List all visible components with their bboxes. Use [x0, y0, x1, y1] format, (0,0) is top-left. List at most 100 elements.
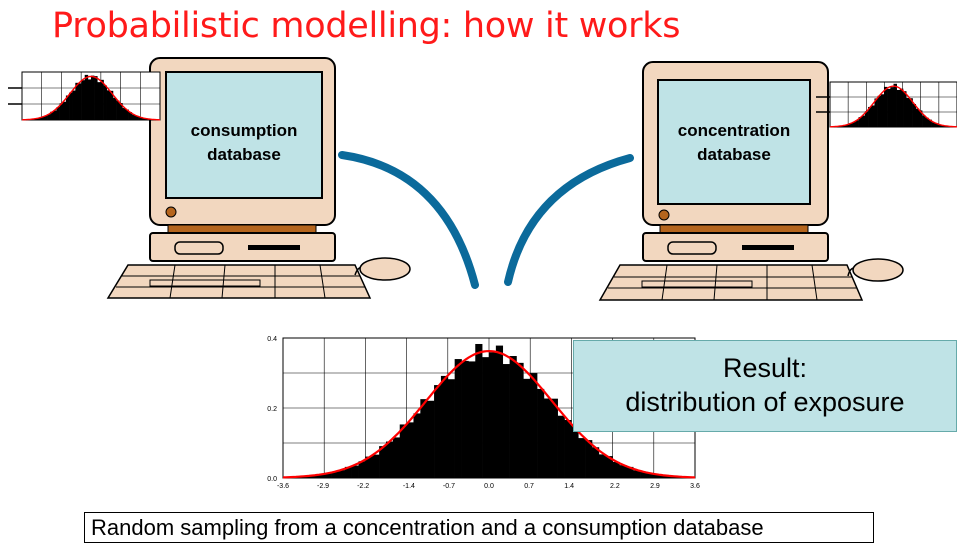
fitted-curve	[282, 349, 696, 479]
histogram-bar	[454, 359, 462, 478]
histogram-bar	[489, 352, 497, 478]
x-tick-label: 0.7	[524, 483, 534, 490]
histogram-bar	[109, 90, 114, 120]
histogram-bar	[893, 83, 897, 127]
histogram-bar	[94, 76, 98, 120]
slide-title: Probabilistic modelling: how it works	[52, 6, 681, 46]
histogram-bar	[550, 398, 558, 478]
result-subtitle: distribution of exposure	[625, 387, 905, 417]
histogram-bar	[72, 90, 76, 120]
x-tick-label: 2.2	[610, 483, 620, 490]
histogram-bar	[605, 456, 613, 478]
right-mouse	[852, 258, 904, 282]
left-screen-label-1: consumption	[191, 121, 298, 140]
histogram-bar	[918, 110, 923, 127]
result-title: Result:	[722, 353, 808, 383]
histogram-bar	[871, 105, 875, 127]
histogram-bar	[915, 108, 920, 127]
histogram-bar	[537, 388, 545, 478]
histogram-bar	[69, 92, 73, 120]
histogram-bar	[440, 375, 449, 478]
x-tick-label: 2.9	[650, 483, 660, 490]
histogram-bar	[564, 420, 572, 478]
histogram-bar	[447, 379, 455, 478]
x-tick-label: -1.4	[403, 483, 415, 490]
histogram-bar	[34, 118, 38, 120]
right-power-button	[658, 209, 670, 221]
histogram-bar	[65, 95, 70, 120]
histogram-bar	[585, 440, 593, 478]
histogram-bar	[351, 465, 359, 478]
histogram-bar	[427, 400, 435, 478]
histogram-bar	[331, 471, 339, 478]
x-tick-label: 0.0	[484, 483, 494, 490]
histogram-bar	[598, 454, 607, 478]
right-computer: concentration database	[598, 61, 904, 301]
histogram-bar	[62, 101, 67, 120]
histogram-bar	[928, 119, 932, 127]
histogram-bar	[119, 103, 123, 120]
left-computer: consumption database	[106, 57, 411, 299]
left-drive-bar	[248, 245, 300, 250]
histogram-bar	[922, 115, 926, 127]
histogram-bar	[925, 117, 929, 127]
histogram-bar	[578, 438, 586, 478]
y-tick-label: 0.0	[267, 476, 277, 483]
histogram-bar	[386, 441, 394, 478]
histogram-bar	[633, 470, 641, 478]
histogram-bar	[475, 343, 483, 478]
histogram-bar	[81, 80, 86, 120]
histogram-bar	[868, 106, 872, 127]
histogram-bar	[530, 373, 538, 478]
histogram-bar	[434, 385, 442, 478]
y-tick-label: 0.2	[267, 406, 277, 413]
histogram-bar	[468, 361, 476, 478]
result-callout: Result: distribution of exposure	[573, 340, 957, 432]
histogram-bar	[406, 422, 414, 478]
right-screen	[657, 79, 811, 205]
histogram-bar	[502, 364, 510, 478]
histogram-bar	[84, 74, 89, 120]
fitted-curve	[22, 75, 160, 121]
histogram-bar	[131, 114, 136, 120]
histogram-bar	[53, 110, 57, 120]
histogram-bar	[858, 117, 863, 127]
histogram-bar	[896, 89, 901, 127]
histogram-bar	[91, 75, 95, 120]
histogram-bar	[344, 466, 352, 478]
histogram-bar	[899, 88, 904, 127]
histogram-bar	[523, 378, 531, 478]
histogram-bar	[864, 111, 869, 127]
histogram-bar	[941, 125, 945, 127]
histogram-bar	[37, 117, 42, 120]
histogram-bar	[903, 91, 907, 127]
histogram-bar	[909, 98, 913, 127]
histogram-bar	[619, 465, 627, 478]
histogram-bar	[134, 115, 139, 120]
histogram-bar	[122, 108, 126, 120]
histogram-bar	[482, 357, 490, 478]
caption: Random sampling from a concentration and…	[84, 512, 874, 543]
histogram-bar	[78, 83, 82, 120]
x-tick-label: -3.6	[277, 483, 289, 490]
histogram-bar	[842, 125, 847, 127]
histogram-bar	[106, 90, 111, 120]
right-drive-slot	[667, 241, 717, 255]
histogram-bar	[887, 88, 891, 127]
histogram-bar	[880, 94, 885, 127]
histogram-bar	[365, 456, 373, 478]
histogram-bar	[358, 461, 366, 478]
histogram-bar	[509, 356, 517, 478]
histogram-bar	[495, 345, 504, 478]
y-tick-label: 0.4	[267, 336, 277, 343]
histogram-bar	[141, 117, 145, 120]
right-connector-arc	[504, 154, 634, 286]
fitted-curve	[830, 85, 957, 128]
histogram-bar	[845, 124, 850, 127]
histogram-bar	[543, 398, 552, 478]
histogram-bar	[128, 112, 133, 120]
right-screen-label-1: concentration	[678, 121, 790, 140]
x-tick-label: 3.6	[690, 483, 700, 490]
left-screen-label-2: database	[207, 145, 281, 164]
histogram-bar	[640, 471, 648, 478]
